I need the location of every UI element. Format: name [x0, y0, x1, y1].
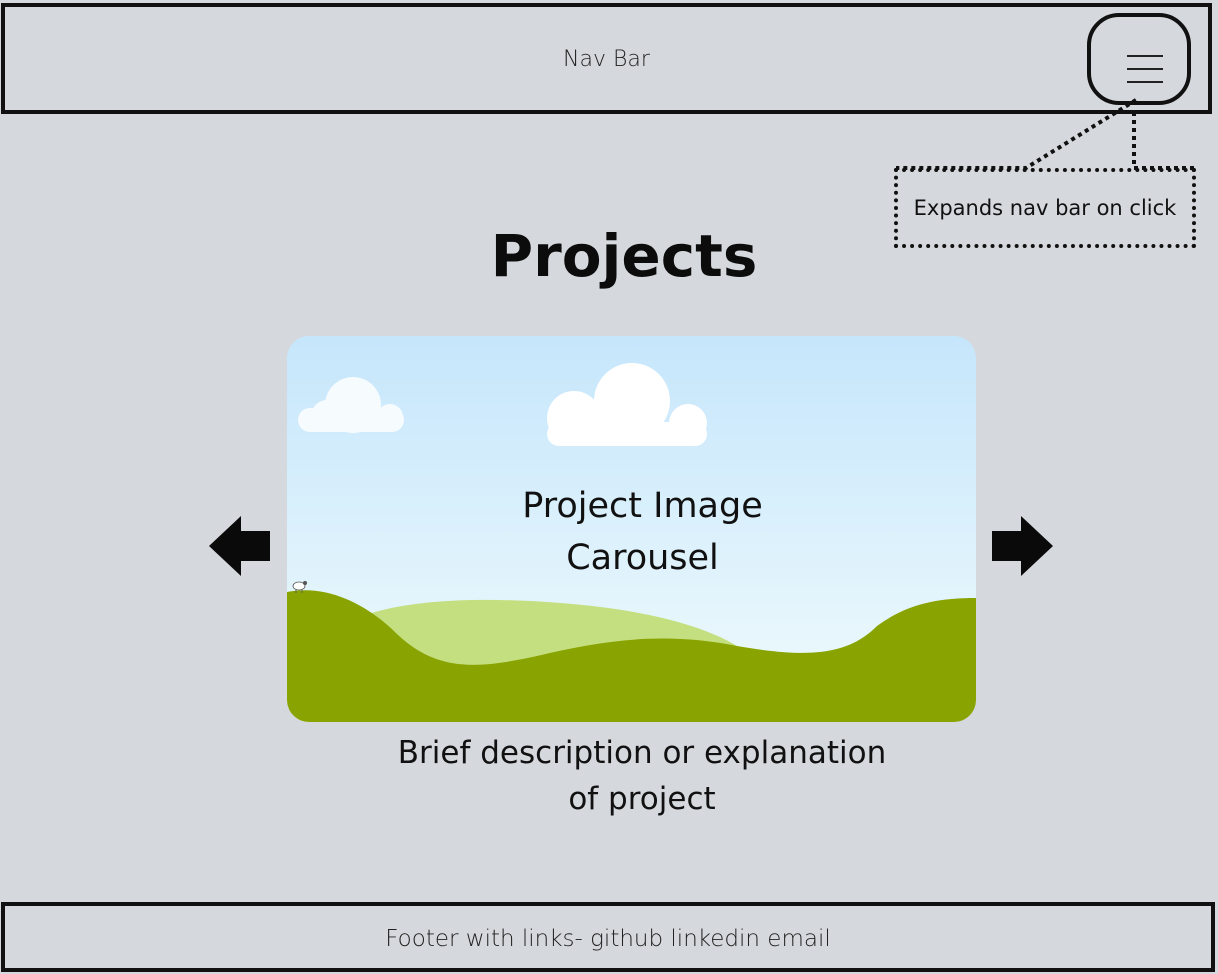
annotation-callout: Expands nav bar on click [894, 168, 1196, 248]
cloud-small-icon [298, 377, 404, 433]
landscape-placeholder-image [287, 336, 976, 722]
annotation-text: Expands nav bar on click [913, 196, 1177, 220]
project-description-line1: Brief description or explanation [397, 735, 887, 771]
footer-text: Footer with links- github linkedin email [385, 926, 831, 952]
nav-bar: Nav Bar [1, 3, 1212, 114]
project-description-line2: of project [568, 781, 716, 817]
nav-bar-label: Nav Bar [563, 47, 650, 72]
arrow-right-icon[interactable] [991, 515, 1055, 579]
arrow-left-icon[interactable] [207, 515, 271, 579]
carousel-caption-line2: Carousel [566, 538, 719, 578]
carousel-caption-line1: Project Image [522, 486, 763, 526]
project-image-carousel[interactable]: Project Image Carousel [287, 336, 976, 722]
carousel-caption: Project Image Carousel [287, 480, 976, 584]
hamburger-icon [1127, 55, 1163, 94]
cloud-large-icon [547, 363, 707, 446]
footer: Footer with links- github linkedin email [1, 902, 1215, 972]
project-description: Brief description or explanation of proj… [0, 730, 1218, 822]
menu-button[interactable] [1087, 13, 1191, 105]
sheep-icon [292, 581, 307, 593]
page-title: Projects [490, 222, 758, 290]
